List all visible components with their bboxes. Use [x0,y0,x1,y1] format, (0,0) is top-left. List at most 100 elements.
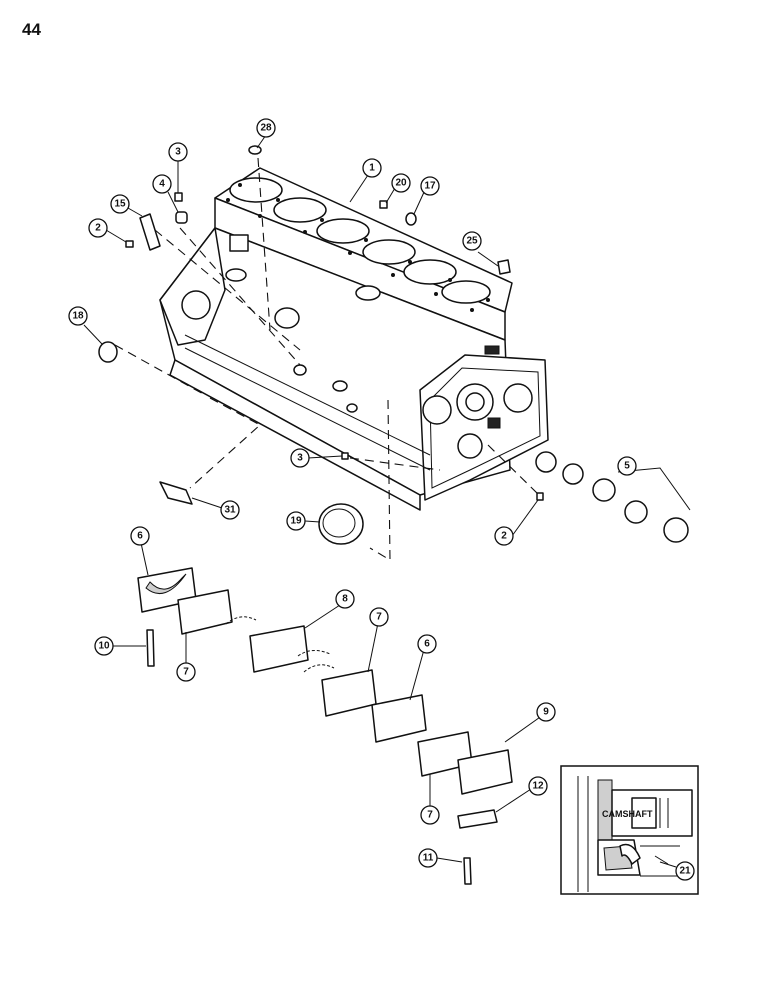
callout-3: 3 [168,142,188,162]
callout-label: 3 [297,453,303,464]
callout-label: 18 [72,311,84,322]
callout-label: 7 [183,667,189,678]
plug-4 [175,211,188,224]
callout-label: 3 [175,147,181,158]
plug-28 [248,145,262,155]
callout-6: 6 [417,634,437,654]
camshaft-inset: CAMSHAFT 21 [560,765,699,895]
callout-circle [176,662,196,682]
callout-circle [391,173,411,193]
callout-label: 31 [224,505,236,516]
callout-15: 15 [110,194,130,214]
callout-18: 18 [68,306,88,326]
callout-circle [130,526,150,546]
callout-12: 12 [528,776,548,796]
camshaft-bushings [535,451,689,543]
callout-28: 28 [256,118,276,138]
callout-label: 5 [624,461,630,472]
callout-label: 6 [424,639,430,650]
callout-label: 4 [159,179,165,190]
callout-label: 19 [290,516,302,527]
callout-label: 12 [532,781,544,792]
expansion-plug-19 [318,503,364,545]
callout-17: 17 [420,176,440,196]
callout-label: 17 [424,181,436,192]
callout-label: 25 [466,236,478,247]
callout-circle [290,448,310,468]
callout-circle [418,848,438,868]
callout-circle [88,218,108,238]
callout-10: 10 [94,636,114,656]
fitting-25 [497,259,511,275]
gasket-31 [159,481,193,505]
bolt-10 [146,629,155,667]
plate-12 [457,809,498,829]
callout-31: 31 [220,500,240,520]
callout-circle [462,231,482,251]
callout-circle [528,776,548,796]
cylinder-block [159,167,549,511]
callout-label: 7 [427,810,433,821]
callout-20: 20 [391,173,411,193]
callout-label: 9 [543,707,549,718]
cylinder-bores [229,177,491,304]
callout-2: 2 [88,218,108,238]
callout-circle [256,118,276,138]
callout-circle [420,176,440,196]
callout-25: 25 [462,231,482,251]
callout-circle [94,636,114,656]
callout-circle [220,500,240,520]
tube-15 [139,213,161,251]
callout-label: 28 [260,123,272,134]
callout-circle [335,589,355,609]
inset-callout-21: 21 [675,861,695,881]
phantom-lines [114,157,541,561]
callout-3: 3 [290,448,310,468]
callout-circle [362,158,382,178]
callout-circle [68,306,88,326]
callout-circle [152,174,172,194]
callout-label: 15 [114,199,126,210]
callout-circle [417,634,437,654]
callout-label: 10 [98,641,110,652]
page-number: 44 [22,20,41,39]
plug-18 [98,341,118,363]
callout-label: 2 [501,531,507,542]
callout-circle [420,805,440,825]
main-bearing-caps [137,567,513,885]
callout-label: 20 [395,178,407,189]
callout-label: 8 [342,594,348,605]
callout-4: 4 [152,174,172,194]
callout-7: 7 [176,662,196,682]
callout-circle [110,194,130,214]
plug-3-mid [341,452,349,460]
callout-11: 11 [418,848,438,868]
callout-7: 7 [369,607,389,627]
inset-label-camshaft: CAMSHAFT [602,809,653,819]
plug-17 [405,212,417,226]
callout-7: 7 [420,805,440,825]
plug-2-top [125,240,134,248]
callout-circle [168,142,188,162]
callout-label: 11 [423,853,434,864]
bolt-11 [463,857,472,885]
callout-circle [536,702,556,722]
callout-label: 7 [376,612,382,623]
callout-6: 6 [130,526,150,546]
callout-5: 5 [617,456,637,476]
callout-8: 8 [335,589,355,609]
svg-text:21: 21 [679,866,691,877]
callout-circle [286,511,306,531]
callout-circle [494,526,514,546]
callout-1: 1 [362,158,382,178]
callout-2: 2 [494,526,514,546]
plug-3-top [174,192,183,202]
callout-9: 9 [536,702,556,722]
callout-circle [369,607,389,627]
callout-label: 1 [369,163,375,174]
plug-20 [379,200,388,209]
callout-19: 19 [286,511,306,531]
plug-2-bottom [536,492,544,501]
